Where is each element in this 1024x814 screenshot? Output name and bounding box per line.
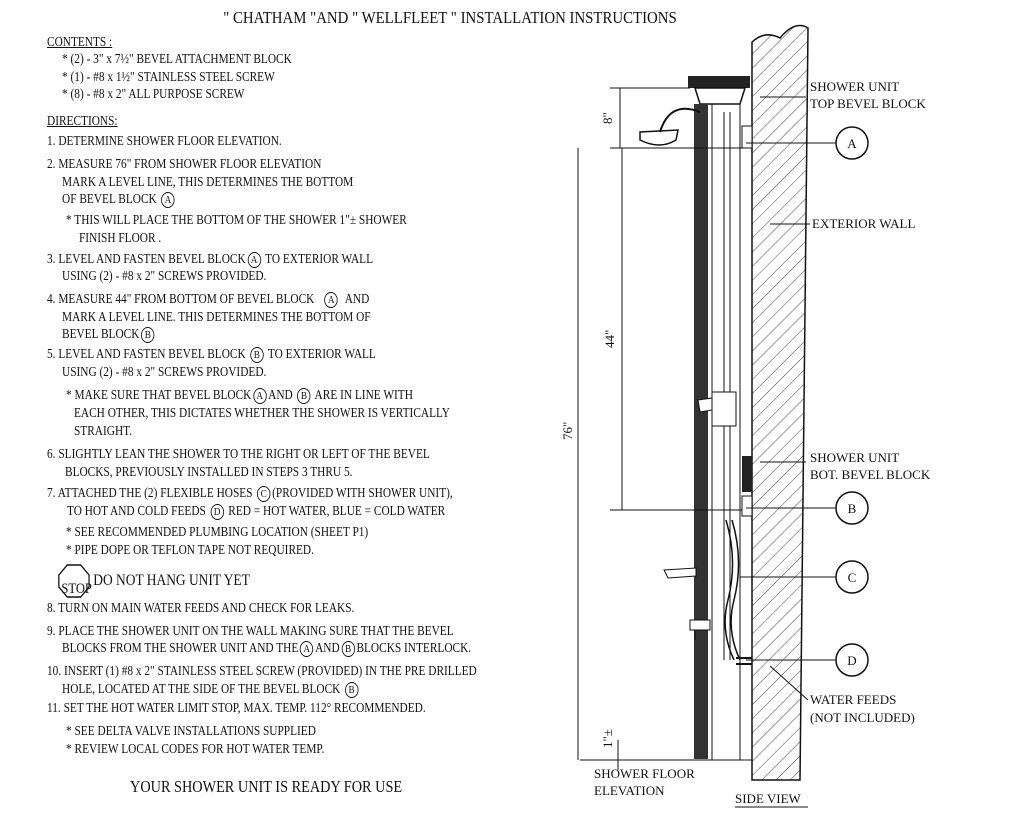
step-6-line: BLOCKS, PREVIOUSLY INSTALLED IN STEPS 3 … xyxy=(65,464,353,479)
side-view-label: SIDE VIEW xyxy=(735,791,802,806)
step-11: 11. SET THE HOT WATER LIMIT STOP, MAX. T… xyxy=(47,700,426,715)
step-2-note: * THIS WILL PLACE THE BOTTOM OF THE SHOW… xyxy=(66,212,407,227)
label-floor: SHOWER FLOOR xyxy=(594,766,695,781)
step-10-line: HOLE, LOCATED AT THE SIDE OF THE BEVEL B… xyxy=(62,681,360,698)
callout-a: A xyxy=(835,126,869,160)
step-2-note: FINISH FLOOR . xyxy=(79,230,162,245)
callout-b: B xyxy=(835,491,869,525)
bevel-block-b xyxy=(741,495,753,517)
ref-b: B xyxy=(141,326,155,343)
svg-text:A: A xyxy=(847,136,857,151)
step-2: 2. MEASURE 76" FROM SHOWER FLOOR ELEVATI… xyxy=(47,156,322,171)
dim-44: 44" xyxy=(602,330,617,348)
ref-b: B xyxy=(341,640,355,657)
svg-text:B: B xyxy=(848,501,857,516)
bot-bevel-block xyxy=(742,456,752,492)
flexible-hoses xyxy=(724,519,735,661)
valve xyxy=(711,391,737,427)
ref-b: B xyxy=(250,346,264,363)
ref-c: C xyxy=(257,485,271,502)
callout-c: C xyxy=(835,560,869,594)
label-bot-block: BOT. BEVEL BLOCK xyxy=(810,467,931,482)
step-1: 1. DETERMINE SHOWER FLOOR ELEVATION. xyxy=(47,133,282,148)
contents-heading: CONTENTS : xyxy=(47,34,113,49)
label-top-block: SHOWER UNIT xyxy=(810,79,899,94)
stop-warning: STOP DO NOT HANG UNIT YET xyxy=(58,564,250,599)
step-3-line: USING (2) - #8 x 2" SCREWS PROVIDED. xyxy=(62,268,267,283)
step-9: 9. PLACE THE SHOWER UNIT ON THE WALL MAK… xyxy=(47,623,454,638)
label-floor: ELEVATION xyxy=(594,783,665,798)
label-exterior-wall: EXTERIOR WALL xyxy=(812,216,915,231)
label-bot-block: SHOWER UNIT xyxy=(810,450,899,465)
step-4: 4. MEASURE 44" FROM BOTTOM OF BEVEL BLOC… xyxy=(47,291,370,308)
step-5-note: STRAIGHT. xyxy=(74,423,133,438)
stop-sign-icon: STOP xyxy=(58,564,92,599)
svg-text:D: D xyxy=(847,653,856,668)
document-title: " CHATHAM "AND " WELLFLEET " INSTALLATIO… xyxy=(223,8,677,27)
top-bevel-block xyxy=(688,76,750,88)
step-10: 10. INSERT (1) #8 x 2" STAINLESS STEEL S… xyxy=(47,663,477,678)
hand-faucet xyxy=(689,619,711,640)
exterior-wall xyxy=(751,24,809,781)
ref-a: A xyxy=(253,387,267,404)
dim-8: 8" xyxy=(600,112,615,124)
shower-head xyxy=(639,129,679,146)
dim-76: 76" xyxy=(560,422,575,440)
dim-1: 1"± xyxy=(600,729,615,748)
step-2-line: OF BEVEL BLOCK A xyxy=(62,191,176,208)
step-11-note: * REVIEW LOCAL CODES FOR HOT WATER TEMP. xyxy=(66,741,325,756)
step-7-note: * SEE RECOMMENDED PLUMBING LOCATION (SHE… xyxy=(66,524,369,539)
step-5-line: USING (2) - #8 x 2" SCREWS PROVIDED. xyxy=(62,364,267,379)
label-top-block: TOP BEVEL BLOCK xyxy=(810,96,926,111)
step-2-line: MARK A LEVEL LINE, THIS DETERMINES THE B… xyxy=(62,174,354,189)
ref-a: A xyxy=(299,640,314,657)
tub-spout xyxy=(663,567,697,579)
bevel-block-a xyxy=(741,125,753,149)
step-7-line: TO HOT AND COLD FEEDS D RED = HOT WATER,… xyxy=(67,503,446,520)
step-11-note: * SEE DELTA VALVE INSTALLATIONS SUPPLIED xyxy=(66,723,316,738)
ref-b: B xyxy=(297,387,311,404)
step-7-note: * PIPE DOPE OR TEFLON TAPE NOT REQUIRED. xyxy=(66,542,314,557)
ready-message: YOUR SHOWER UNIT IS READY FOR USE xyxy=(130,777,403,796)
ref-a: A xyxy=(324,291,338,308)
shower-column xyxy=(694,104,708,759)
ref-a: A xyxy=(161,191,175,208)
directions-heading: DIRECTIONS: xyxy=(47,113,118,128)
contents-item: * (2) - 3" x 7½" BEVEL ATTACHMENT BLOCK xyxy=(62,51,292,66)
step-5: 5. LEVEL AND FASTEN BEVEL BLOCK B TO EXT… xyxy=(47,346,376,363)
contents-item: * (8) - #8 x 2" ALL PURPOSE SCREW xyxy=(62,86,245,101)
ref-b: B xyxy=(344,681,359,698)
step-4-line: MARK A LEVEL LINE. THIS DETERMINES THE B… xyxy=(62,309,371,324)
step-8: 8. TURN ON MAIN WATER FEEDS AND CHECK FO… xyxy=(47,600,355,615)
label-water-feeds: (NOT INCLUDED) xyxy=(810,710,915,725)
step-7: 7. ATTACHED THE (2) FLEXIBLE HOSES C(PRO… xyxy=(47,485,453,502)
contents-item: * (1) - #8 x 1½" STAINLESS STEEL SCREW xyxy=(62,69,275,84)
label-water-feeds: WATER FEEDS xyxy=(810,692,896,707)
step-6: 6. SLIGHTLY LEAN THE SHOWER TO THE RIGHT… xyxy=(47,446,430,461)
ref-a: A xyxy=(247,251,261,268)
svg-text:C: C xyxy=(848,570,857,585)
step-5-note: EACH OTHER, THIS DICTATES WHETHER THE SH… xyxy=(74,405,451,420)
callout-d: D xyxy=(835,643,869,677)
ref-d: D xyxy=(210,503,224,520)
